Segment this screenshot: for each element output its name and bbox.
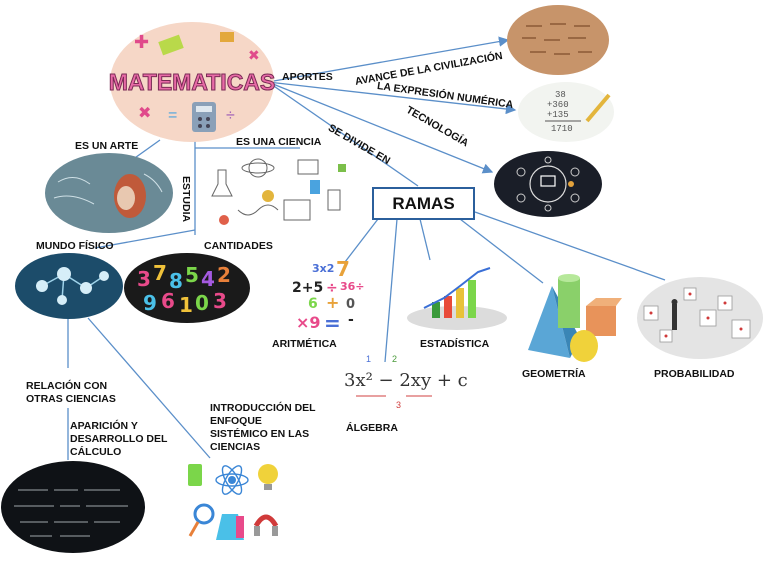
algebra-label: ÁLGEBRA — [346, 422, 398, 434]
relacion-label: RELACIÓN CON OTRAS CIENCIAS — [26, 380, 116, 405]
civilization-tablet-image — [507, 5, 609, 75]
ramas-box: RAMAS — [372, 187, 475, 220]
es-una-ciencia-label: ES UNA CIENCIA — [236, 136, 322, 148]
svg-text:7: 7 — [336, 257, 350, 281]
svg-text:5: 5 — [185, 263, 199, 287]
svg-text:38: 38 — [555, 90, 566, 100]
svg-text:-: - — [348, 312, 354, 328]
svg-text:3x2: 3x2 — [312, 262, 334, 275]
svg-text:+360: +360 — [547, 100, 569, 110]
svg-text:2: 2 — [217, 263, 231, 287]
es-un-arte-label: ES UN ARTE — [75, 140, 139, 152]
svg-text:+135: +135 — [547, 110, 569, 120]
svg-text:36÷: 36÷ — [340, 280, 365, 293]
svg-text:6: 6 — [308, 296, 318, 312]
svg-text:÷: ÷ — [326, 280, 338, 296]
algebra-image: 3x² − 2xy + c 1 2 3 — [344, 354, 468, 410]
technology-image — [494, 151, 602, 217]
geometry-image — [528, 274, 622, 362]
science-icons-image — [188, 464, 279, 540]
probabilidad-label: PROBABILIDAD — [654, 368, 735, 380]
arithmetic-image: 3x2 7 2+5 ÷ 36÷ 6 + 0 ×9 = - — [292, 257, 365, 335]
numeric-calculation-image: 38+360+135 1710 — [518, 82, 614, 142]
svg-text:3: 3 — [213, 289, 227, 313]
cantidades-label: CANTIDADES — [204, 240, 273, 252]
link-expresion — [267, 81, 517, 115]
calculus-board-image — [1, 461, 145, 553]
svg-text:=: = — [168, 107, 177, 124]
svg-text:0: 0 — [195, 291, 209, 315]
svg-text:3x² − 2xy + c: 3x² − 2xy + c — [344, 370, 468, 391]
link-probabilidad — [474, 211, 666, 281]
aparicion-label: APARICIÓN Y DESARROLLO DEL CÁLCULO — [70, 420, 168, 458]
svg-text:2+5: 2+5 — [292, 280, 323, 296]
svg-text:3: 3 — [396, 400, 401, 410]
svg-text:✖: ✖ — [248, 47, 260, 63]
geometria-label: GEOMETRÍA — [522, 368, 586, 380]
art-image — [45, 153, 173, 233]
svg-text:1: 1 — [366, 354, 371, 364]
svg-text:6: 6 — [161, 289, 175, 313]
svg-text:+: + — [326, 293, 339, 312]
aportes-label: APORTES — [282, 71, 333, 83]
link-tecnologia — [267, 81, 494, 174]
link-avance — [267, 36, 510, 83]
link-algebra — [384, 218, 398, 363]
link-mundo — [94, 229, 196, 249]
introduccion-label: INTRODUCCIÓN DEL ENFOQUE SISTÉMICO EN LA… — [210, 402, 316, 453]
svg-text:3: 3 — [137, 267, 151, 291]
estadistica-label: ESTADÍSTICA — [420, 338, 490, 350]
molecule-image — [15, 253, 123, 319]
svg-text:✚: ✚ — [134, 32, 149, 52]
mundo-fisico-label: MUNDO FÍSICO — [36, 240, 114, 252]
probability-dice-image — [637, 277, 763, 359]
svg-text:2: 2 — [392, 354, 397, 364]
estudia-label: ESTUDIA — [180, 176, 192, 223]
link-se-divide — [267, 81, 419, 187]
svg-text:1: 1 — [179, 293, 193, 317]
link-estadistica — [419, 218, 431, 261]
statistics-image — [407, 267, 507, 330]
svg-text:÷: ÷ — [226, 107, 235, 124]
svg-text:×9: ×9 — [296, 313, 321, 332]
svg-text:0: 0 — [346, 297, 355, 312]
link-introduccion — [87, 317, 211, 459]
svg-text:9: 9 — [143, 291, 157, 315]
svg-text:7: 7 — [153, 261, 167, 285]
svg-text:✖: ✖ — [138, 105, 151, 122]
aritmetica-label: ARITMÉTICA — [272, 338, 337, 350]
science-doodle-image — [211, 158, 346, 225]
svg-text:8: 8 — [169, 269, 183, 293]
svg-text:4: 4 — [201, 267, 215, 291]
svg-text:=: = — [324, 311, 341, 335]
matematicas-title: MATEMATICAS — [109, 69, 276, 95]
matematicas-node: ✚ ✖ ✖ = ÷ MATEMATICAS — [108, 22, 276, 142]
link-aritmetica — [344, 218, 379, 263]
link-geometria — [459, 218, 544, 284]
svg-text:1710: 1710 — [551, 124, 573, 134]
